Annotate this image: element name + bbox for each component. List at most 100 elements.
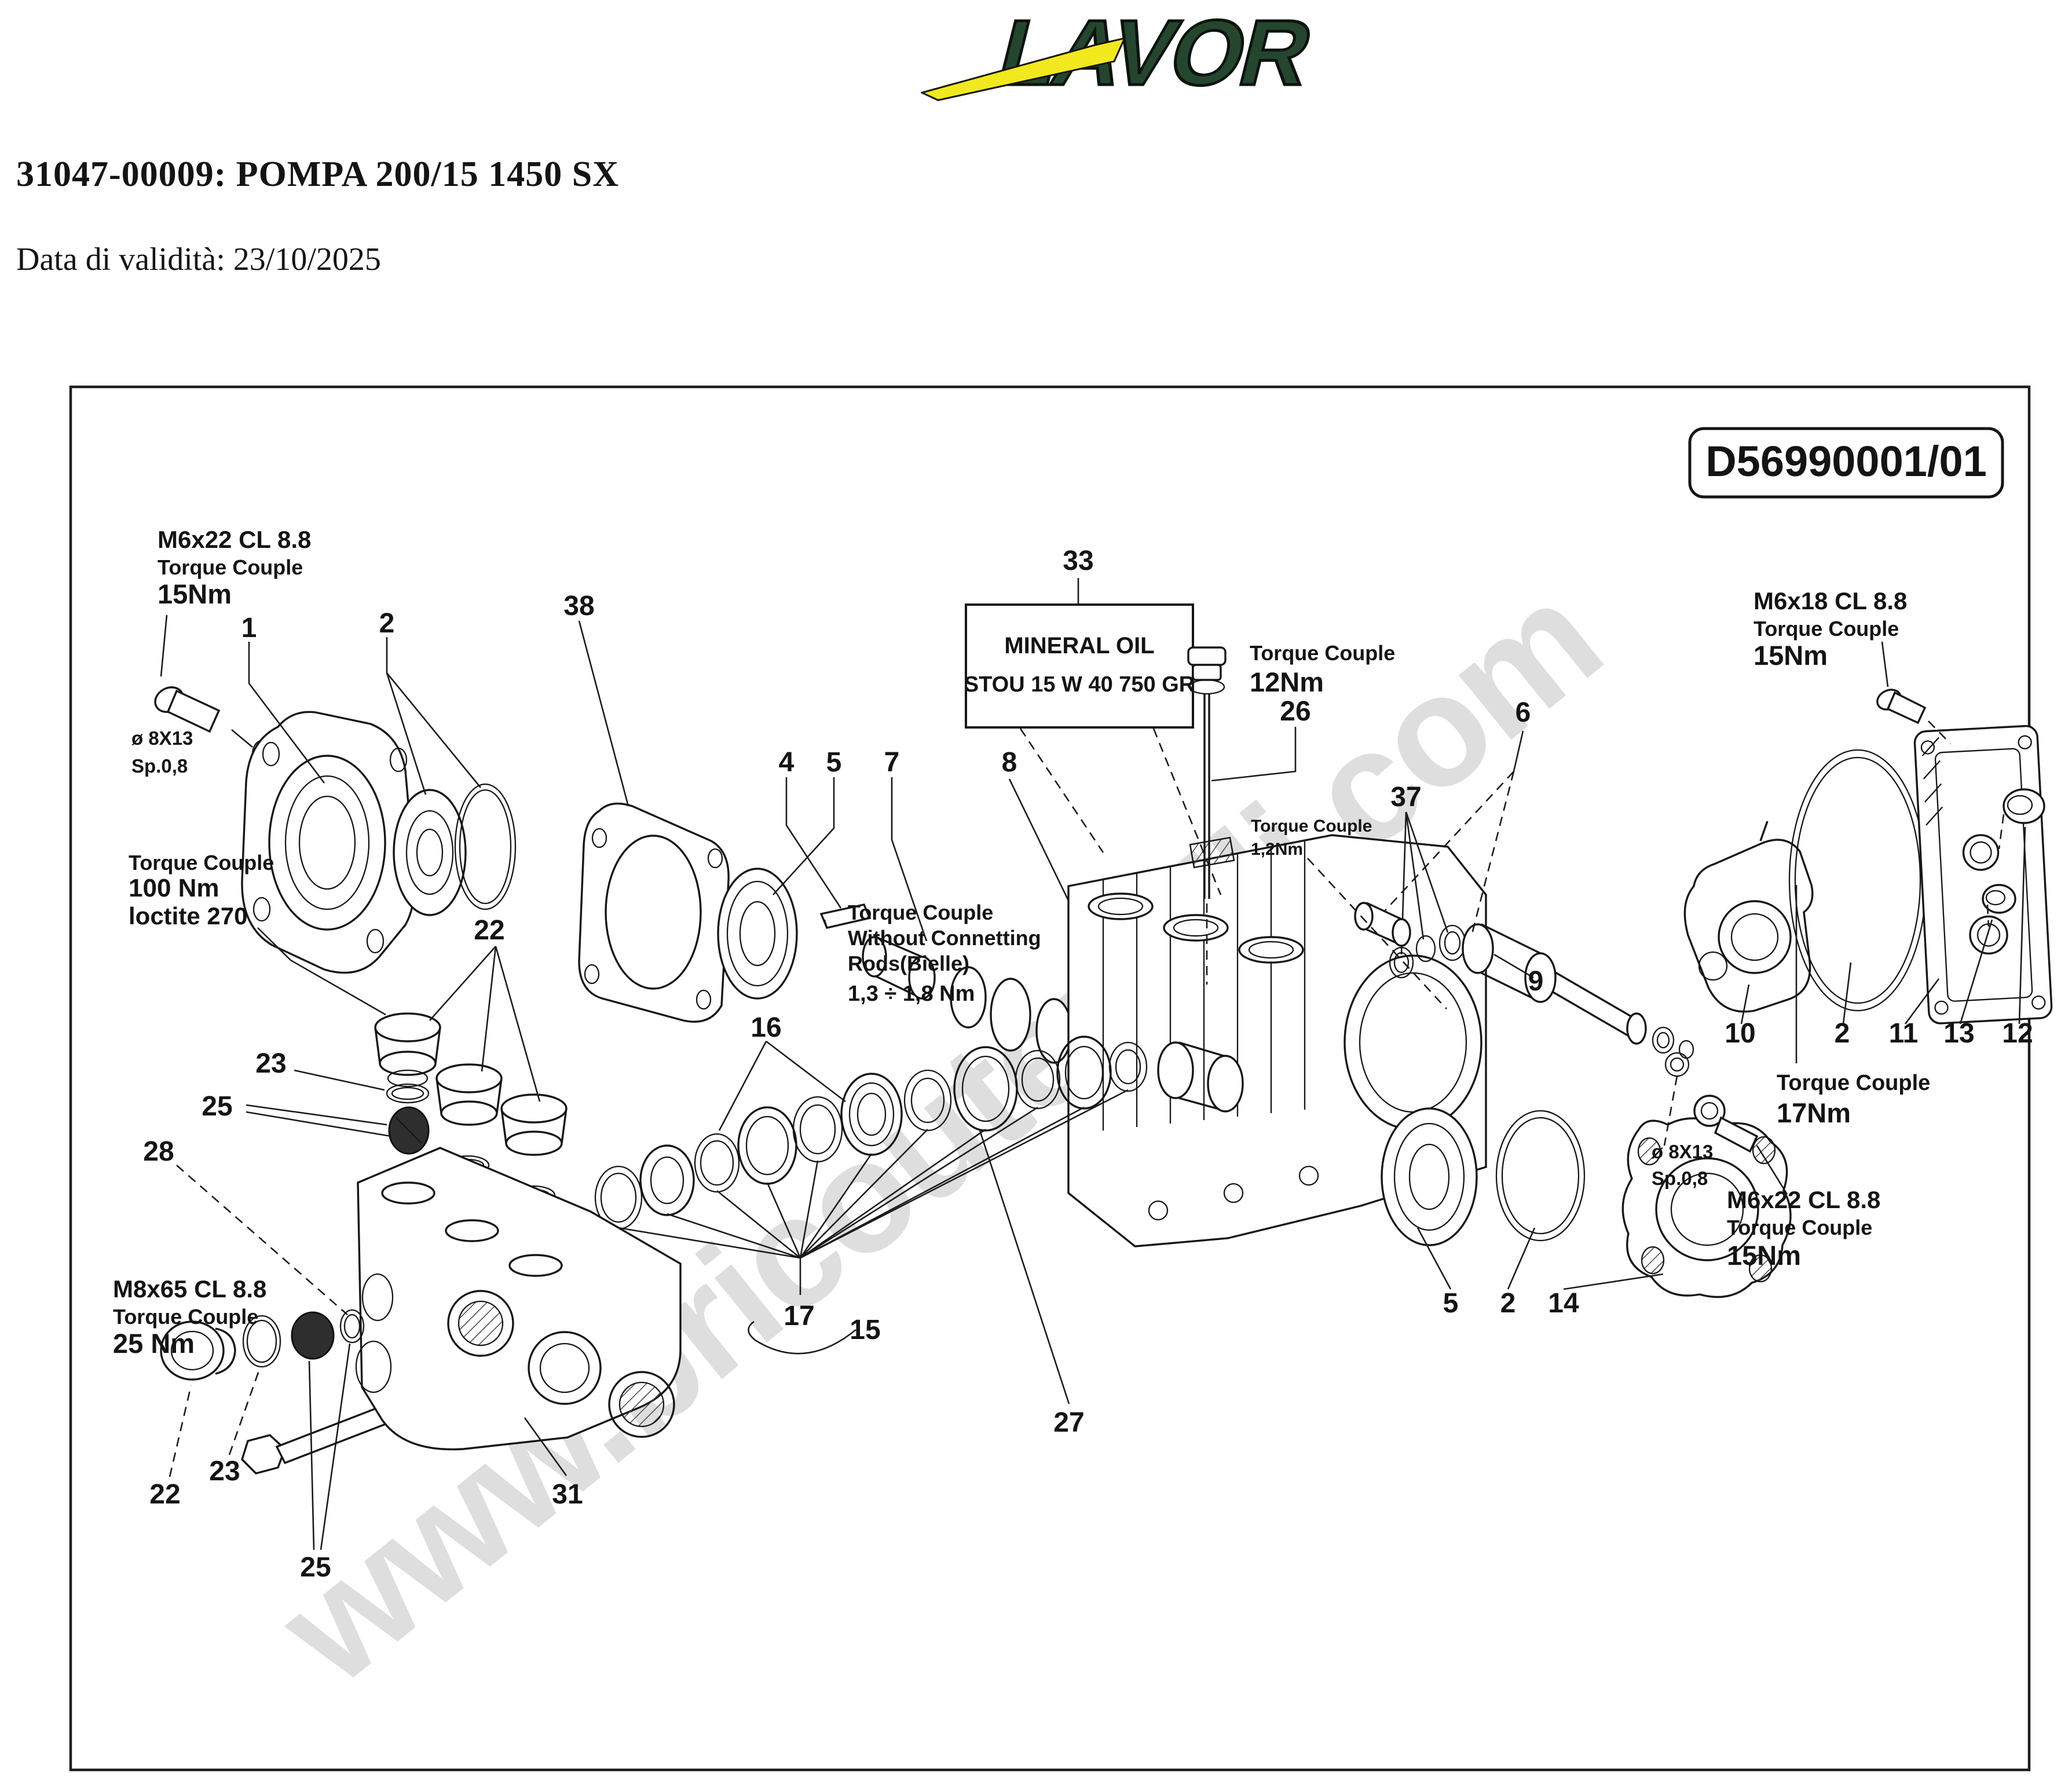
- valves-25: [246, 1104, 430, 1155]
- ann-line: Torque Couple: [1753, 617, 1899, 641]
- ann-line: M6x22 CL 8.8: [158, 526, 311, 553]
- annotation-torque-12-small: Torque Couple 1,2Nm: [1251, 817, 1372, 859]
- dipstick-part-26: [1187, 646, 1297, 985]
- ann-line: loctite 270: [129, 902, 247, 930]
- ann-line: M8x65 CL 8.8: [113, 1275, 266, 1303]
- ann-line: M6x18 CL 8.8: [1753, 587, 1907, 614]
- part-label-2a: 2: [379, 608, 395, 639]
- logo-swoosh-icon: [921, 36, 1126, 101]
- part-label-25b: 25: [300, 1552, 331, 1583]
- part-label-5a: 5: [826, 747, 842, 778]
- oil-line-2: STOU 15 W 40 750 GR: [964, 672, 1195, 697]
- part-label-22b: 22: [149, 1479, 180, 1510]
- seal-kit-row: [594, 1036, 1244, 1230]
- page-title: 31047-00009: POMPA 200/15 1450 SX: [16, 155, 620, 194]
- ann-line: 25 Nm: [113, 1328, 195, 1359]
- part-label-25a: 25: [202, 1091, 232, 1122]
- oring-part-2-bottom: [1495, 1110, 1586, 1290]
- ann-line: Torque Couple: [1250, 641, 1395, 665]
- ann-line: 15Nm: [158, 579, 232, 609]
- ann-line: Torque Couple: [113, 1305, 258, 1329]
- annotation-m6x18: M6x18 CL 8.8 Torque Couple 15Nm: [1753, 587, 1907, 671]
- annotation-torque-100: Torque Couple 100 Nm loctite 270: [129, 851, 274, 930]
- part-label-6: 6: [1515, 697, 1531, 728]
- ann-line: Sp.0,8: [131, 755, 188, 777]
- cover-part-11: [1913, 725, 2053, 1025]
- ann-line: 15Nm: [1753, 640, 1828, 671]
- oil-line-1: MINERAL OIL: [1004, 633, 1154, 658]
- leader-15-curve: [748, 1320, 856, 1355]
- part-label-2c: 2: [1500, 1288, 1516, 1319]
- part-label-33: 33: [1063, 546, 1093, 576]
- part-label-1: 1: [241, 613, 257, 643]
- annotation-dia8x13-top-left: ø 8X13 Sp.0,8: [131, 727, 193, 777]
- diagram-border: [69, 385, 2031, 1772]
- part-label-9: 9: [1528, 966, 1544, 997]
- annotation-m8x65: M8x65 CL 8.8 Torque Couple 25 Nm: [113, 1275, 266, 1359]
- leader-torque-12-small: [1307, 858, 1447, 1009]
- bearing-part-5-right: [1381, 1107, 1478, 1290]
- part-label-4: 4: [779, 747, 795, 778]
- ann-line: 15Nm: [1727, 1240, 1801, 1271]
- ann-line: Torque Couple: [1727, 1216, 1872, 1239]
- mineral-oil-box: MINERAL OIL STOU 15 W 40 750 GR: [964, 578, 1222, 895]
- part-label-7: 7: [884, 747, 900, 778]
- bolt-m6x22-bottom-right: [1693, 1095, 1788, 1195]
- part-label-5b: 5: [1443, 1288, 1459, 1319]
- leader-cover-11: [1904, 978, 1940, 1025]
- ann-line: Torque Couple: [158, 555, 303, 579]
- lavor-logo: LAVOR: [921, 5, 1322, 104]
- part-label-11: 11: [1889, 1018, 1919, 1049]
- ann-line: Torque Couple: [848, 901, 993, 924]
- fan-leaders-17: [618, 1089, 1129, 1295]
- drawing-number-box: D56990001/01: [1688, 427, 2004, 499]
- gasket-part-38: [578, 620, 730, 1023]
- ann-line: 1,3 ÷ 1,8 Nm: [848, 982, 975, 1006]
- ann-line: ø 8X13: [1652, 1141, 1713, 1162]
- ann-line: Torque Couple: [1777, 1071, 1930, 1095]
- ann-line: 12Nm: [1250, 667, 1324, 697]
- oring-part-23-bottom: [228, 1315, 281, 1455]
- bolt-m6x18: [1876, 641, 1951, 744]
- part-label-26: 26: [1280, 696, 1310, 727]
- part-label-12: 12: [2002, 1018, 2033, 1049]
- leader-16: [718, 1040, 846, 1131]
- valve-caps-22: [374, 946, 568, 1156]
- annotation-m6x22-bottom-right: M6x22 CL 8.8 Torque Couple 15Nm: [1727, 1186, 1880, 1271]
- ann-line: Rods(Bielle): [848, 952, 969, 975]
- part-label-27: 27: [1053, 1407, 1084, 1438]
- drawing-number: D56990001/01: [1705, 437, 1987, 485]
- nut-8x13: [1663, 1052, 1690, 1146]
- part-label-16: 16: [751, 1012, 781, 1043]
- ann-line: Torque Couple: [1251, 817, 1372, 836]
- ann-line: 17Nm: [1777, 1097, 1851, 1128]
- ann-line: ø 8X13: [131, 727, 193, 749]
- part-label-22a: 22: [474, 915, 504, 946]
- plug-part-13: [1959, 884, 2016, 1025]
- oring-part-2-right: [1788, 749, 1927, 1025]
- part-label-2b: 2: [1835, 1018, 1850, 1049]
- pin-part-6: [1354, 730, 1524, 947]
- validity-date: Data di validità: 23/10/2025: [16, 242, 381, 277]
- leader-28: [176, 1165, 348, 1315]
- ann-line: Torque Couple: [129, 851, 274, 875]
- part-label-23a: 23: [255, 1048, 286, 1079]
- part-label-13: 13: [1943, 1018, 1974, 1049]
- plug-part-22-bottom: [160, 1320, 236, 1477]
- part-label-14: 14: [1548, 1288, 1579, 1319]
- leader-27: [979, 1130, 1070, 1404]
- ann-line: 1,2Nm: [1251, 840, 1303, 859]
- crankcase-part-8: [1008, 778, 1487, 1247]
- flange-part-1: [241, 642, 416, 974]
- ann-line: M6x22 CL 8.8: [1727, 1186, 1880, 1213]
- ann-line: 100 Nm: [129, 874, 219, 902]
- manifold-part-31: [355, 1147, 682, 1476]
- part-label-8: 8: [1002, 747, 1017, 778]
- piston-part-9: [1462, 923, 1694, 1059]
- part-label-10: 10: [1725, 1018, 1755, 1049]
- logo-text: LAVOR: [989, 5, 1320, 104]
- part-label-23b: 23: [209, 1456, 240, 1487]
- plug-part-12: [1998, 788, 2045, 1025]
